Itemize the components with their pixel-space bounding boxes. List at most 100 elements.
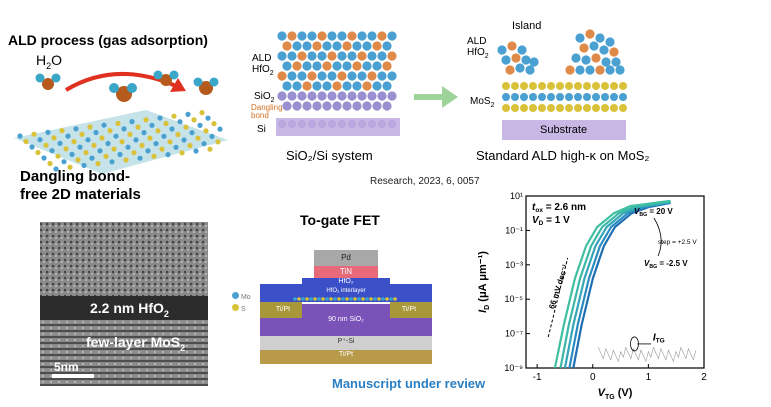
x-tick-label: 2: [701, 372, 707, 383]
lattice-atom: [129, 119, 135, 125]
fet-mos2-atom: [389, 297, 393, 301]
fet-mos2-atom: [369, 297, 373, 301]
fet-mos2-atom: [321, 297, 325, 301]
mos2-atom: [565, 82, 573, 90]
tem-label-hfo: 2.2 nm HfO2: [90, 300, 169, 319]
lattice-atom: [31, 131, 37, 137]
lattice-atom: [55, 153, 61, 159]
stack-atom: [327, 71, 337, 81]
y-tick-label: 10⁻⁹: [504, 363, 523, 373]
mos2-atom: [601, 82, 609, 90]
lattice-atom: [135, 124, 141, 130]
lattice-atom: [191, 117, 197, 123]
island-atom: [565, 65, 575, 75]
stack-atom: [377, 71, 387, 81]
layer-pd: Pd: [341, 253, 351, 262]
stack-atom: [287, 91, 297, 101]
layer-bottom-tipt: Ti/Pt: [338, 351, 354, 358]
fet-mos2-atom: [313, 297, 317, 301]
lattice-atom: [149, 122, 155, 128]
y-tick-label: 10⁻³: [505, 260, 523, 270]
lattice-atom: [49, 148, 55, 154]
island-atom: [517, 45, 527, 55]
stack-atom: [362, 81, 372, 91]
mos2-atom: [556, 104, 564, 112]
lattice-atom: [79, 131, 85, 137]
lattice-atom: [121, 126, 127, 132]
lattice-atom: [87, 124, 93, 130]
water-molecule-1: [35, 73, 61, 90]
ald-heading: ALD process (gas adsorption): [8, 32, 208, 48]
stack-atom: [387, 31, 397, 41]
si-atom: [317, 119, 327, 129]
stack-atom: [322, 101, 332, 111]
mos2-atom: [547, 93, 555, 101]
mos2-atom: [511, 104, 519, 112]
lattice-atom: [187, 142, 193, 149]
mos2-atom: [556, 82, 564, 90]
lattice-atom: [205, 115, 211, 121]
island-atom: [507, 41, 517, 51]
mos2-atom: [556, 93, 564, 101]
stack-atom: [357, 31, 367, 41]
lattice-atom: [199, 110, 205, 116]
stack-atom: [362, 41, 372, 51]
x-tick-label: 1: [646, 372, 652, 383]
lattice-atom: [53, 166, 59, 172]
stack-atom: [282, 81, 292, 91]
lattice-atom: [201, 141, 207, 147]
lattice-atom: [167, 139, 173, 145]
ald-lattice-illustration: [14, 70, 228, 174]
fet-mos2-atom: [309, 297, 313, 301]
lattice-atom: [123, 157, 129, 163]
stack-atom: [387, 71, 397, 81]
island-atom: [595, 33, 605, 43]
island-atom: [521, 55, 531, 65]
fet-mos2-atom: [341, 297, 345, 301]
lattice-atom: [71, 139, 77, 145]
island-atom: [605, 65, 615, 75]
lattice-atom: [185, 111, 191, 117]
island-atom: [571, 53, 581, 63]
lattice-atom: [133, 137, 139, 143]
mos2-atom: [502, 104, 510, 112]
mos2-atom: [520, 82, 528, 90]
island-atom: [589, 41, 599, 51]
stack-atom: [302, 41, 312, 51]
stack-atom: [317, 71, 327, 81]
stack-atom: [307, 51, 317, 61]
fet-mos2-atom: [385, 297, 389, 301]
lattice-atom: [77, 144, 83, 150]
stack-atom: [317, 31, 327, 41]
layer-contact-left: Ti/Pt: [275, 306, 291, 313]
stack-atom: [372, 81, 382, 91]
stack-atom: [302, 101, 312, 111]
fet-title: To-gate FET: [300, 212, 380, 228]
island-atom: [615, 65, 625, 75]
fet-mos2-atom: [293, 297, 297, 301]
stack-atom: [312, 101, 322, 111]
lattice-atom: [91, 142, 97, 148]
mos2-atom: [583, 82, 591, 90]
lattice-atom: [147, 135, 153, 141]
y-tick-label: 10⁻⁵: [505, 294, 524, 304]
mos2-atom: [529, 104, 537, 112]
mos2-atom: [502, 82, 510, 90]
stack-atom: [292, 101, 302, 111]
stack-atom: [352, 101, 362, 111]
stack-atom: [277, 51, 287, 61]
stack-atom: [367, 51, 377, 61]
mos2-atom: [502, 93, 510, 101]
lattice-atom: [51, 135, 57, 141]
lattice-atom: [75, 157, 81, 163]
lattice-atom: [189, 130, 195, 136]
gate-leakage-trace: [598, 346, 697, 363]
lattice-atom: [67, 164, 73, 170]
lattice-atom: [217, 126, 223, 132]
lattice-atom: [99, 135, 105, 141]
stack-atom: [362, 61, 372, 71]
island-atom: [501, 55, 511, 65]
layer-interlayer: HfO₂ interlayer: [326, 288, 366, 294]
stack-atom: [322, 81, 332, 91]
stack-atom: [302, 81, 312, 91]
